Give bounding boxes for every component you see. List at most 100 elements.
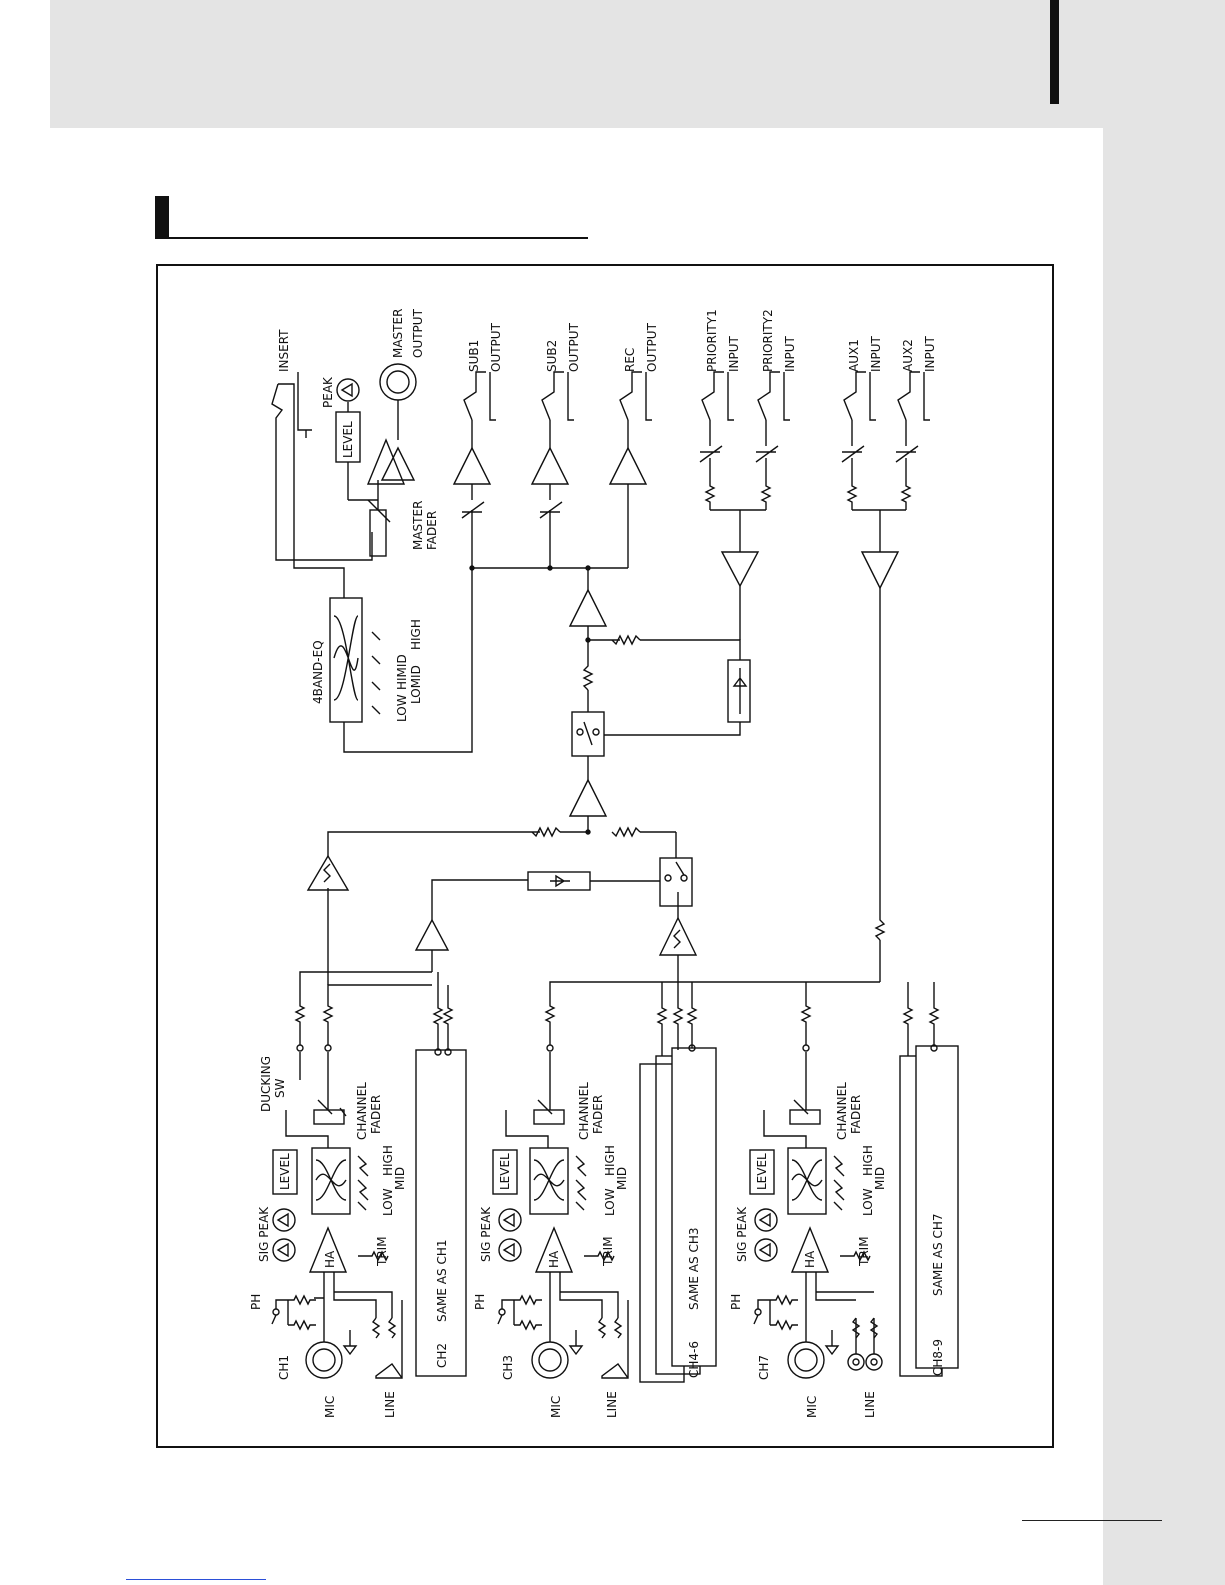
ch3-line-jack bbox=[601, 1300, 629, 1379]
ch3-label-high: HIGH bbox=[603, 1145, 617, 1176]
ch3-level-meter bbox=[492, 1149, 518, 1195]
ch3-label-mic: MIC bbox=[549, 1396, 563, 1418]
label-master-output: OUTPUT bbox=[411, 308, 425, 358]
ch3-label-ch3: CH3 bbox=[501, 1355, 515, 1380]
ch1-label-line: LINE bbox=[383, 1391, 397, 1418]
label-aux2: AUX2 bbox=[901, 339, 915, 372]
ch7-label-trim: TRIM bbox=[857, 1236, 871, 1267]
ch3-head-amp bbox=[534, 1226, 574, 1273]
ch1-mix-summing-amp bbox=[306, 854, 350, 891]
ch7-label-fader: FADER bbox=[849, 1095, 863, 1134]
footer-rule bbox=[1022, 1520, 1162, 1521]
label-4band-eq: 4BAND-EQ bbox=[311, 640, 325, 704]
ch1-ground-icon bbox=[342, 1330, 358, 1356]
ch3-label-mid: MID bbox=[615, 1167, 629, 1190]
mix-amp-1 bbox=[568, 778, 608, 817]
ch4-6-label: CH4-6 bbox=[687, 1341, 701, 1378]
label-ducking-1: DUCKING bbox=[259, 1056, 273, 1112]
ch7-label-ch7: CH7 bbox=[757, 1355, 771, 1380]
ch1-label-ph: PH bbox=[249, 1294, 263, 1310]
ch1-eq-block bbox=[311, 1147, 351, 1215]
ch3-label-trim: TRIM bbox=[601, 1236, 615, 1267]
ch8-9-label-same-as: SAME AS CH7 bbox=[931, 1214, 945, 1296]
mix-amp-2 bbox=[568, 588, 608, 627]
label-master: MASTER bbox=[391, 309, 405, 358]
label-eq-himid: HIMID bbox=[395, 654, 409, 690]
master-4band-eq bbox=[329, 597, 363, 723]
ch1-label-fader: FADER bbox=[369, 1095, 383, 1134]
right-margin-band bbox=[1103, 0, 1225, 1585]
ch7-label-line: LINE bbox=[863, 1391, 877, 1418]
ch1-label-trim: TRIM bbox=[375, 1236, 389, 1267]
block-diagram-frame bbox=[156, 264, 1054, 1448]
ch1-label-sig-peak: SIG PEAK bbox=[257, 1206, 271, 1262]
label-sub1-output: OUTPUT bbox=[489, 322, 503, 372]
ch7-head-amp bbox=[790, 1226, 830, 1273]
label-rec: REC bbox=[623, 348, 637, 372]
ch1-label-ha: HA bbox=[323, 1250, 337, 1268]
ch3-channel-fader bbox=[533, 1109, 565, 1125]
label-eq-high: HIGH bbox=[409, 619, 423, 650]
ch1-label-low: LOW bbox=[381, 1188, 395, 1216]
label-eq-lomid: LOMID bbox=[409, 665, 423, 704]
aux-jacks bbox=[843, 371, 920, 421]
label-ducking-2: SW bbox=[273, 1078, 287, 1098]
ch7-label-sig-peak: SIG PEAK bbox=[735, 1206, 749, 1262]
ch7-label-high: HIGH bbox=[861, 1145, 875, 1176]
ch1-label-channel: CHANNEL bbox=[355, 1082, 369, 1140]
label-peak: PEAK bbox=[321, 376, 335, 408]
ch1-label-mic: MIC bbox=[323, 1396, 337, 1418]
label-eq-low: LOW bbox=[395, 694, 409, 722]
label-priority2-input: INPUT bbox=[783, 335, 797, 372]
ch3-label-ph: PH bbox=[473, 1294, 487, 1310]
label-master-fader-1: MASTER bbox=[411, 501, 425, 550]
master-output-amp bbox=[366, 438, 416, 485]
ch3-eq-block bbox=[529, 1147, 569, 1215]
ch2-label-same-as: SAME AS CH1 bbox=[435, 1240, 449, 1322]
label-priority1: PRIORITY1 bbox=[705, 309, 719, 372]
ch7-label-ha: HA bbox=[803, 1250, 817, 1268]
ch7-label-low: LOW bbox=[861, 1188, 875, 1216]
label-aux2-input: INPUT bbox=[923, 335, 937, 372]
label-master-level: LEVEL bbox=[341, 421, 355, 458]
ch4-6-box-front bbox=[671, 1047, 717, 1367]
ch1-line-jack bbox=[375, 1300, 403, 1379]
ch7-label-ph: PH bbox=[729, 1294, 743, 1310]
ch7-level-meter bbox=[749, 1149, 775, 1195]
label-rec-output: OUTPUT bbox=[645, 322, 659, 372]
ch1-label-level: LEVEL bbox=[278, 1153, 292, 1190]
ch7-label-mic: MIC bbox=[805, 1396, 819, 1418]
priority-detector bbox=[727, 659, 751, 723]
ch7-eq-block bbox=[787, 1147, 827, 1215]
ch7-label-mid: MID bbox=[873, 1167, 887, 1190]
label-sub2-output: OUTPUT bbox=[567, 322, 581, 372]
ch1-channel-fader bbox=[313, 1109, 345, 1125]
ch3-strip bbox=[492, 981, 880, 1379]
ch1-head-amp bbox=[308, 1226, 348, 1273]
ch3-label-line: LINE bbox=[605, 1391, 619, 1418]
ch7-label-channel: CHANNEL bbox=[835, 1082, 849, 1140]
ch8-9-label: CH8-9 bbox=[931, 1339, 945, 1376]
ch7-channel-fader bbox=[789, 1109, 821, 1125]
ch3-label-fader: FADER bbox=[591, 1095, 605, 1134]
output-amps bbox=[452, 446, 648, 485]
ch1-label-mid: MID bbox=[393, 1167, 407, 1190]
ch7-label-level: LEVEL bbox=[755, 1153, 769, 1190]
ch1-sig-led bbox=[272, 1238, 296, 1262]
ch1-label-high: HIGH bbox=[381, 1145, 395, 1176]
label-aux1: AUX1 bbox=[847, 339, 861, 372]
label-insert: INSERT bbox=[277, 329, 291, 372]
ch1-trim-pot bbox=[358, 1250, 389, 1262]
bottom-link-line bbox=[126, 1579, 266, 1580]
ch3-label-level: LEVEL bbox=[498, 1153, 512, 1190]
ch1-strip bbox=[271, 854, 432, 1379]
section-title-marker bbox=[155, 196, 169, 238]
ch3-label-low: LOW bbox=[603, 1188, 617, 1216]
label-aux1-input: INPUT bbox=[869, 335, 883, 372]
label-sub1: SUB1 bbox=[467, 340, 481, 372]
output-jacks bbox=[463, 371, 642, 421]
ch8-9-box-front bbox=[915, 1045, 959, 1369]
label-priority2: PRIORITY2 bbox=[761, 309, 775, 372]
